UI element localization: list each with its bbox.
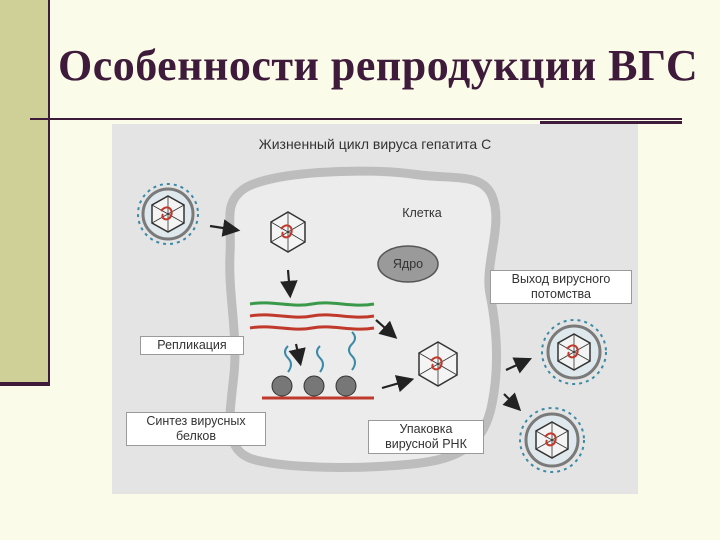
rna-red-strand-1 <box>249 313 375 319</box>
packaged-virus <box>418 341 458 387</box>
title-rule <box>30 118 682 120</box>
title-rule-accent <box>540 121 682 124</box>
synthesis-label: Синтез вирусных белков <box>126 412 266 446</box>
released-virus-2 <box>519 407 585 473</box>
release-label-line-1: Выход вирусного <box>511 272 611 286</box>
arrows <box>209 219 533 412</box>
virus-entering <box>137 183 199 245</box>
synthesis-label-line-1: Синтез вирусных <box>146 414 246 428</box>
rna-red-strand-2 <box>249 325 375 331</box>
left-accent-bar <box>0 0 48 382</box>
release-label-line-2: потомства <box>530 287 591 301</box>
packaging-label-line-2: вирусной РНК <box>385 437 467 451</box>
left-accent-vline <box>48 0 50 386</box>
nucleus-label: Ядро <box>392 257 424 271</box>
packaging-label: Упаковка вирусной РНК <box>368 420 484 454</box>
ribosomes <box>262 331 374 400</box>
synthesis-label-line-2: белков <box>175 429 217 443</box>
life-cycle-figure: Жизненный цикл вируса гепатита С <box>112 124 638 494</box>
packaging-label-line-1: Упаковка <box>399 422 453 436</box>
release-label: Выход вирусного потомства <box>490 270 632 304</box>
capsid-in-cell <box>270 211 306 253</box>
slide-title: Особенности репродукции ВГС <box>58 41 699 90</box>
released-virus-1 <box>541 319 607 385</box>
cell-label: Клетка <box>402 206 442 220</box>
life-cycle-diagram <box>137 166 607 473</box>
figure-title: Жизненный цикл вируса гепатита С <box>258 136 492 152</box>
nucleus <box>377 245 439 283</box>
replication-label: Репликация <box>140 336 244 355</box>
rna-green-strand <box>249 301 375 307</box>
left-accent-underline <box>0 382 48 386</box>
